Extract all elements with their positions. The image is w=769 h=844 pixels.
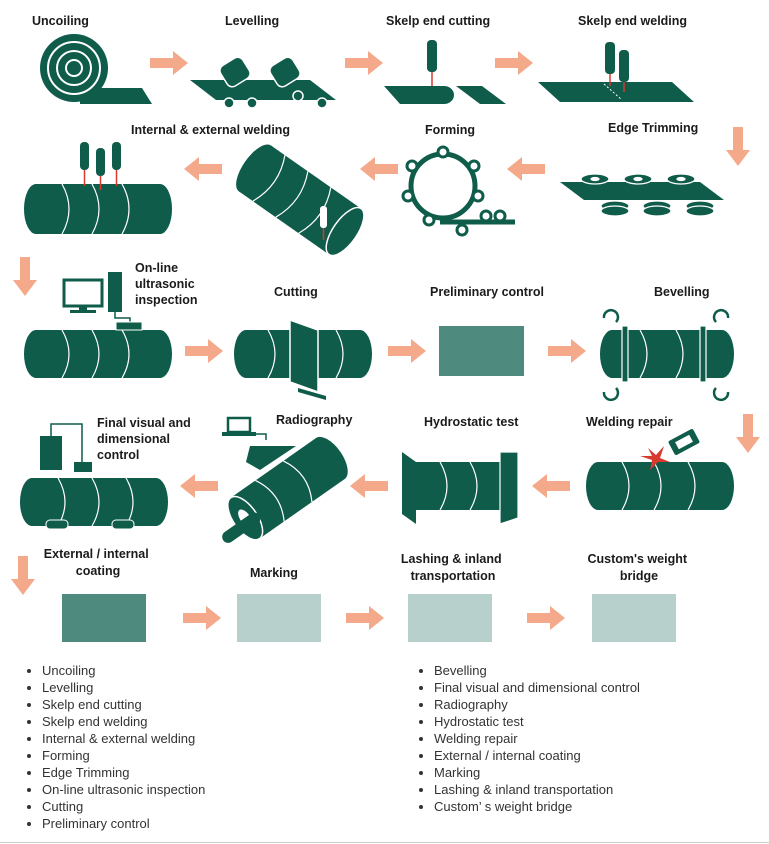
list-item: Uncoiling (42, 662, 205, 679)
list-item: Lashing & inland transportation (434, 781, 640, 798)
label-skelp-welding: Skelp end welding (578, 14, 687, 28)
arrow-icon (346, 606, 384, 630)
label-int-ext-welding: Internal & external welding (131, 123, 290, 137)
marking-box (237, 594, 321, 642)
list-item: Skelp end welding (42, 713, 205, 730)
final-visual-icon (20, 423, 168, 530)
arrow-icon (185, 339, 223, 363)
label-coating: External / internal coating (44, 547, 152, 578)
list-item: Cutting (42, 798, 205, 815)
list-item: Final visual and dimensional control (434, 679, 640, 696)
list-item: Marking (434, 764, 640, 781)
list-item: Forming (42, 747, 205, 764)
label-weight-bridge: Custom's weight bridge (588, 552, 691, 583)
list-item: Custom’ s weight bridge (434, 798, 640, 815)
arrow-icon (350, 474, 388, 498)
arrow-icon (495, 51, 533, 75)
bevelling-icon (600, 308, 734, 402)
arrow-icon (388, 339, 426, 363)
list-item: Hydrostatic test (434, 713, 640, 730)
label-preliminary: Preliminary control (430, 285, 544, 299)
list-item: Welding repair (434, 730, 640, 747)
preliminary-control-box (439, 326, 524, 376)
label-cutting: Cutting (274, 285, 318, 299)
arrow-icon (180, 474, 218, 498)
arrow-icon (360, 157, 398, 181)
label-forming: Forming (425, 123, 475, 137)
label-uncoiling: Uncoiling (32, 14, 89, 28)
list-item: Bevelling (434, 662, 640, 679)
list-item: Internal & external welding (42, 730, 205, 747)
list-item: External / internal coating (434, 747, 640, 764)
skelp-welding-icon (538, 42, 694, 102)
arrow-icon (183, 606, 221, 630)
lashing-box (408, 594, 492, 642)
weight-bridge-box (592, 594, 676, 642)
list-item: Levelling (42, 679, 205, 696)
arrow-icon (532, 474, 570, 498)
list-item: Skelp end cutting (42, 696, 205, 713)
arrow-down-icon (13, 257, 37, 296)
list-item: Preliminary control (42, 815, 205, 832)
arrow-down-icon (736, 414, 760, 453)
arrow-icon (548, 339, 586, 363)
label-ultrasonic: On-line ultrasonic inspection (135, 261, 198, 307)
list-item: Edge Trimming (42, 764, 205, 781)
edge-trimming-icon (560, 173, 724, 217)
arrow-icon (150, 51, 188, 75)
arrow-icon (507, 157, 545, 181)
forming-pipe-icon (236, 144, 365, 257)
radiography-icon (222, 416, 348, 543)
arrow-icon (184, 157, 222, 181)
step-list-right: BevellingFinal visual and dimensional co… (418, 662, 640, 815)
hydrostatic-icon (402, 451, 519, 525)
label-radiography: Radiography (276, 413, 352, 427)
arrow-icon (527, 606, 565, 630)
arrow-down-icon (726, 127, 750, 166)
process-flow-diagram: Uncoiling Levelling Skelp end cutting Sk… (11, 14, 760, 642)
cutting-icon (234, 318, 372, 400)
welding-repair-icon (586, 429, 734, 511)
label-hydrostatic: Hydrostatic test (424, 415, 519, 429)
label-bevelling: Bevelling (654, 285, 710, 299)
arrow-icon (345, 51, 383, 75)
label-final-visual: Final visual and dimensional control (97, 416, 194, 462)
uncoiling-icon (40, 34, 152, 104)
label-levelling: Levelling (225, 14, 279, 28)
levelling-icon (190, 56, 336, 109)
label-lashing: Lashing & inland transportation (401, 552, 505, 583)
coating-box (62, 594, 146, 642)
label-skelp-cutting: Skelp end cutting (386, 14, 490, 28)
list-item: On-line ultrasonic inspection (42, 781, 205, 798)
label-marking: Marking (250, 566, 298, 580)
divider (0, 842, 769, 843)
skelp-cutting-icon (384, 40, 506, 104)
int-ext-welding-icon (24, 142, 172, 235)
label-welding-repair: Welding repair (586, 415, 673, 429)
label-edge-trimming: Edge Trimming (608, 121, 698, 135)
arrow-down-icon (11, 556, 35, 595)
forming-icon (401, 145, 515, 237)
list-item: Radiography (434, 696, 640, 713)
ultrasonic-icon (24, 272, 172, 379)
